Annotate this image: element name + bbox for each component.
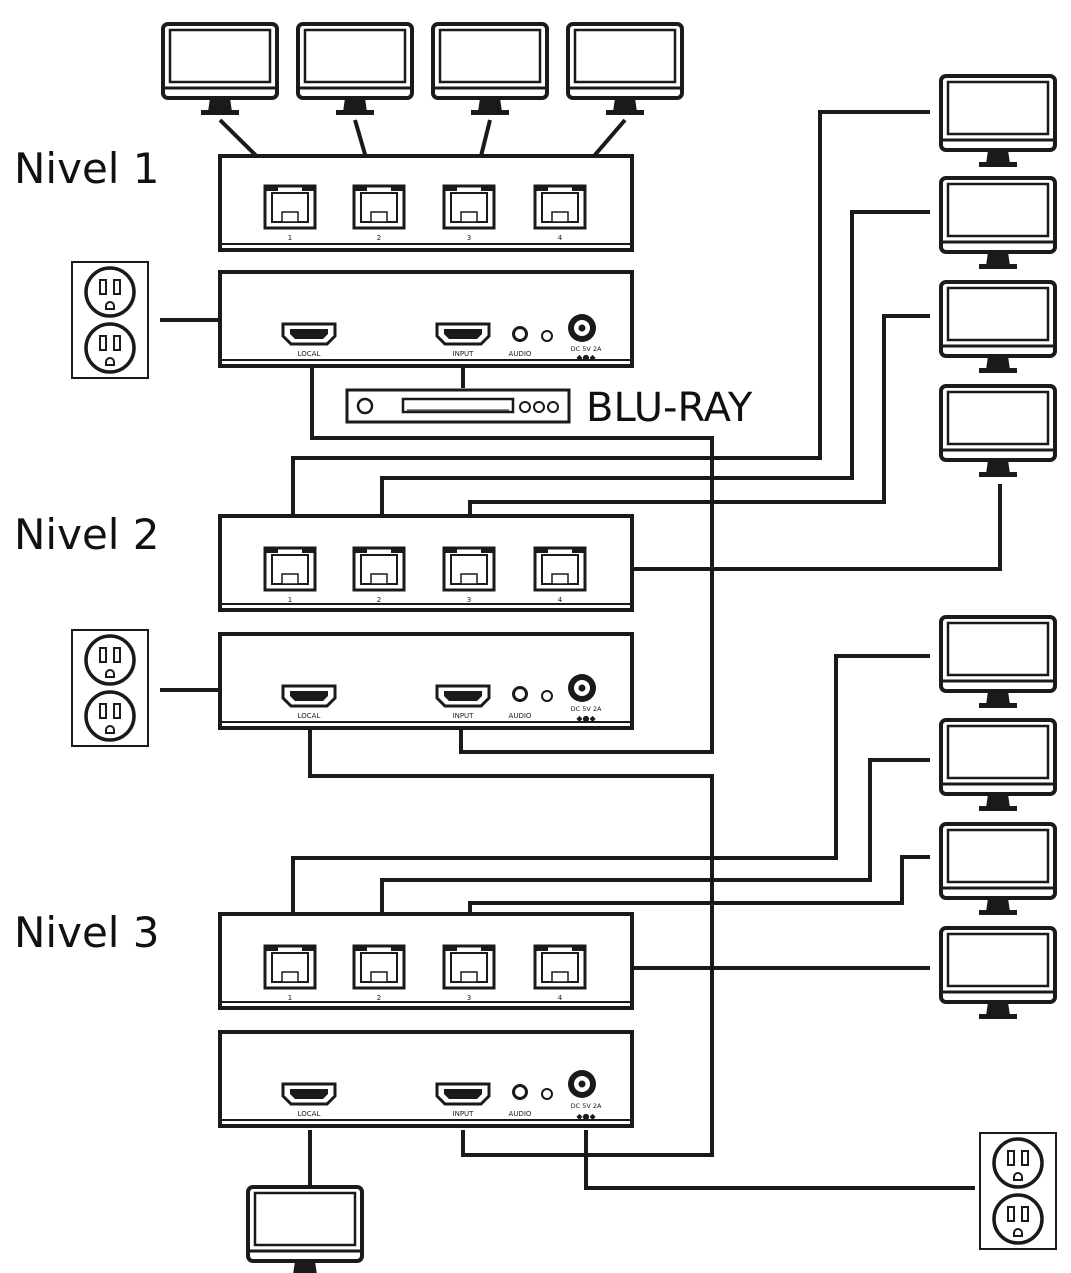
power-label: DC 5V 2A bbox=[571, 345, 602, 353]
hdmi-port-icon bbox=[435, 684, 491, 708]
cable-l3-p2 bbox=[380, 758, 930, 948]
port-label: 2 bbox=[377, 596, 381, 604]
switch-level-1: 1 2 3 4 bbox=[218, 154, 634, 252]
port-label: 1 bbox=[288, 596, 292, 604]
ir-jack bbox=[541, 690, 553, 702]
extender-level-1: LOCAL INPUT AUDIO DC 5V 2A ◆●◆ bbox=[218, 270, 634, 368]
switch-level-2: 1 2 3 4 bbox=[218, 514, 634, 612]
hdmi-port-icon bbox=[281, 684, 337, 708]
hdmi-port-icon bbox=[435, 1082, 491, 1106]
ethernet-port-icon bbox=[263, 546, 317, 592]
ethernet-port-icon bbox=[352, 546, 406, 592]
port-label: 3 bbox=[467, 596, 471, 604]
level-3-label: Nivel 3 bbox=[14, 908, 160, 957]
power-outlet-icon bbox=[70, 628, 150, 748]
port-label: 4 bbox=[558, 596, 563, 604]
cable-l2-p1 bbox=[291, 110, 930, 550]
ethernet-port-icon bbox=[263, 184, 317, 230]
audio-label: AUDIO bbox=[509, 350, 532, 358]
cable-l3-power bbox=[584, 1130, 975, 1190]
ir-jack bbox=[541, 330, 553, 342]
port-label: 4 bbox=[558, 234, 563, 242]
monitor-icon bbox=[296, 22, 414, 117]
ethernet-port-icon bbox=[263, 944, 317, 990]
ethernet-port-icon bbox=[533, 184, 587, 230]
monitor-icon bbox=[246, 1185, 364, 1273]
local-label: LOCAL bbox=[298, 350, 321, 358]
power-jack-icon bbox=[568, 314, 596, 342]
ethernet-port-icon bbox=[442, 184, 496, 230]
level-1-label: Nivel 1 bbox=[14, 144, 160, 193]
port-label: 3 bbox=[467, 234, 471, 242]
monitor-icon bbox=[939, 926, 1057, 1021]
power-polarity-symbol: ◆●◆ bbox=[576, 714, 596, 723]
power-outlet-icon bbox=[70, 260, 150, 380]
monitor-icon bbox=[939, 384, 1057, 479]
monitor-icon bbox=[566, 22, 684, 117]
ethernet-port-icon bbox=[442, 546, 496, 592]
audio-jack bbox=[512, 686, 528, 702]
monitor-icon bbox=[939, 280, 1057, 375]
monitor-icon bbox=[939, 615, 1057, 710]
ethernet-port-icon bbox=[442, 944, 496, 990]
monitor-icon bbox=[939, 176, 1057, 271]
port-label: 4 bbox=[558, 994, 563, 1002]
monitor-icon bbox=[431, 22, 549, 117]
monitor-icon bbox=[939, 74, 1057, 169]
level-1-monitors bbox=[161, 22, 684, 117]
hdmi-port-icon bbox=[435, 322, 491, 346]
monitor-icon bbox=[939, 718, 1057, 813]
hdmi-port-icon bbox=[281, 1082, 337, 1106]
input-label: INPUT bbox=[453, 712, 475, 720]
power-jack-icon bbox=[568, 674, 596, 702]
power-polarity-symbol: ◆●◆ bbox=[576, 353, 596, 362]
hdmi-port-icon bbox=[281, 322, 337, 346]
local-label: LOCAL bbox=[298, 1110, 321, 1118]
extender-level-3: LOCAL INPUT AUDIO DC 5V 2A ◆●◆ bbox=[218, 1030, 634, 1128]
cable-l2-p2 bbox=[380, 210, 930, 550]
cable-l2-local-l3-input bbox=[308, 730, 714, 1157]
port-label: 1 bbox=[288, 994, 292, 1002]
power-outlet-icon bbox=[978, 1131, 1058, 1251]
bluray-label: BLU-RAY bbox=[586, 385, 753, 431]
cable-l1-local-l2-input bbox=[310, 360, 714, 754]
port-label: 3 bbox=[467, 994, 471, 1002]
level-2-label: Nivel 2 bbox=[14, 510, 160, 559]
audio-label: AUDIO bbox=[509, 712, 532, 720]
power-jack-icon bbox=[568, 1070, 596, 1098]
cable-l2-p4 bbox=[585, 484, 1002, 571]
ethernet-port-icon bbox=[533, 944, 587, 990]
port-label: 2 bbox=[377, 234, 381, 242]
ir-jack bbox=[541, 1088, 553, 1100]
audio-jack bbox=[512, 326, 528, 342]
bluray-player-icon bbox=[345, 388, 571, 424]
audio-jack bbox=[512, 1084, 528, 1100]
power-polarity-symbol: ◆●◆ bbox=[576, 1112, 596, 1121]
local-label: LOCAL bbox=[298, 712, 321, 720]
input-label: INPUT bbox=[453, 350, 475, 358]
switch-level-3: 1 2 3 4 bbox=[218, 912, 634, 1010]
power-label: DC 5V 2A bbox=[571, 705, 602, 713]
monitor-icon bbox=[939, 822, 1057, 917]
power-label: DC 5V 2A bbox=[571, 1102, 602, 1110]
ethernet-port-icon bbox=[352, 184, 406, 230]
cable-l3-p1 bbox=[291, 654, 930, 948]
port-label: 1 bbox=[288, 234, 292, 242]
ethernet-port-icon bbox=[352, 944, 406, 990]
input-label: INPUT bbox=[453, 1110, 475, 1118]
audio-label: AUDIO bbox=[509, 1110, 532, 1118]
extender-level-2: LOCAL INPUT AUDIO DC 5V 2A ◆●◆ bbox=[218, 632, 634, 730]
monitor-icon bbox=[161, 22, 279, 117]
ethernet-port-icon bbox=[533, 546, 587, 592]
port-label: 2 bbox=[377, 994, 381, 1002]
